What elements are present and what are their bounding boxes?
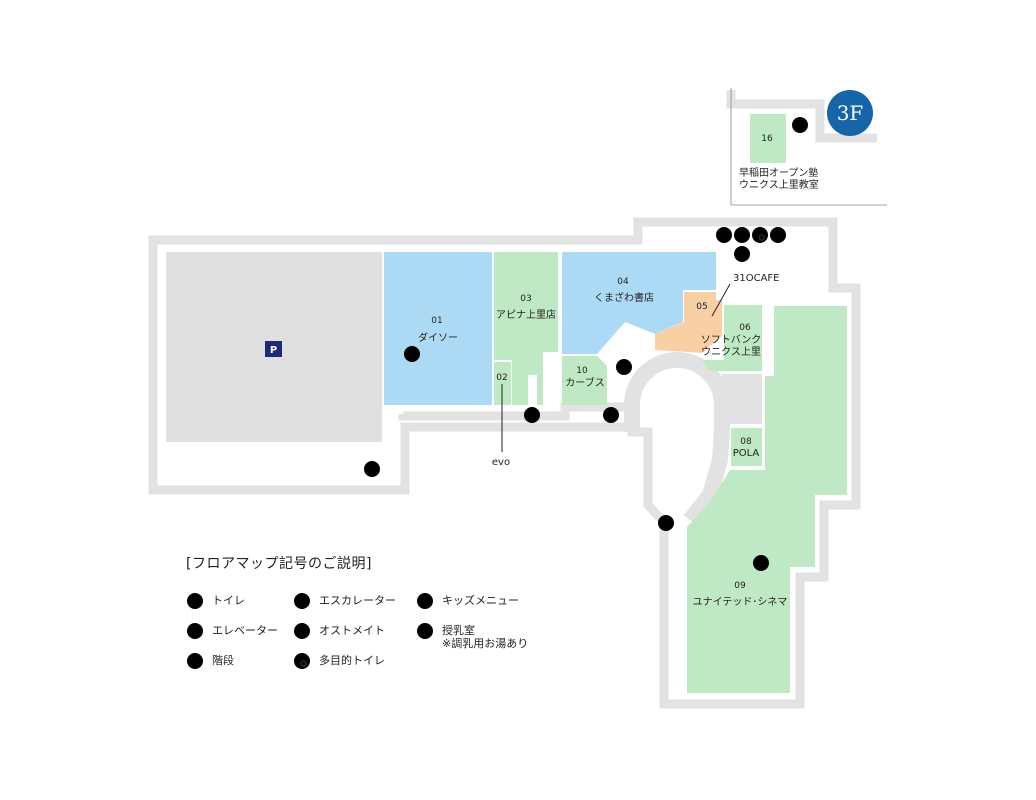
shop-06-number: 06: [739, 323, 751, 333]
shop-10-name: カーブス: [565, 376, 604, 389]
parking-label: P: [270, 345, 277, 356]
legend-label: エレベーター: [212, 624, 278, 637]
shop-05-number: 05: [696, 302, 707, 312]
legend-item-ostomate: オストメイト: [293, 621, 385, 641]
shop-06-name: ソフトバンク: [701, 334, 762, 346]
legend-item-elevator: エレベーター: [186, 621, 278, 641]
shop-02-number: 02: [496, 373, 507, 383]
legend-item-multipurpose-toilet: 多目的トイレ: [293, 651, 385, 671]
legend-label: オストメイト: [319, 624, 385, 637]
building-walls: [148, 217, 861, 709]
stairs-icon: [658, 515, 674, 531]
multipurpose-toilet-icon: [293, 652, 311, 670]
shop-08[interactable]: [731, 428, 762, 466]
legend-item-toilet: トイレ: [186, 591, 245, 611]
stairs-icon: [187, 653, 203, 669]
legend-item-kids-menu: キッズメニュー: [416, 591, 519, 611]
legend-note: ※調乳用お湯あり: [442, 637, 529, 650]
shop-03[interactable]: [494, 252, 558, 405]
stairs-icon: [792, 117, 808, 133]
shop-16-name2: ウニクス上里教室: [739, 178, 819, 191]
legend-title: [フロアマップ記号のご説明]: [186, 556, 372, 572]
toilet-icon: [404, 346, 420, 362]
legend-item-escalator: エスカレーター: [293, 591, 396, 611]
shop-04-number: 04: [617, 277, 629, 287]
escalator-icon: [294, 593, 310, 609]
toilet-icon: [753, 555, 769, 571]
legend-label: エスカレーター: [319, 594, 396, 607]
nursing-room-icon: [417, 623, 433, 639]
ostomate-icon: [734, 227, 750, 243]
shop-03-name: アピナ上里店: [496, 308, 556, 321]
legend-item-nursing-room: 授乳室※調乳用お湯あり: [416, 621, 528, 653]
ostomate-icon: [294, 623, 310, 639]
shop-08-number: 08: [740, 437, 752, 447]
shop-06-ext: [702, 360, 724, 371]
floor-badge: 3F: [827, 90, 873, 136]
shop-01-number: 01: [431, 316, 442, 326]
shop-02-name: evo: [492, 457, 510, 468]
nursing-room-icon: [734, 246, 750, 262]
toilet-icon: [187, 593, 203, 609]
shop-06-name2: ウニクス上里: [701, 346, 761, 358]
shop-05[interactable]: [655, 292, 722, 353]
stairs-icon: [770, 227, 786, 243]
annex-walls: [726, 88, 887, 206]
shop-16-name: 早稲田オープン塾: [739, 166, 818, 179]
shop-09-name: ユナイテッド･シネマ: [693, 596, 788, 608]
escalator-icon: [616, 359, 632, 375]
multipurpose-toilet-icon: [751, 226, 769, 244]
legend-label: 階段: [212, 654, 234, 667]
shop-10[interactable]: [562, 356, 607, 405]
shop-16-number: 16: [761, 134, 773, 144]
kids-menu-icon: [417, 593, 433, 609]
parking-sign: [265, 341, 282, 357]
elevator-icon: [364, 461, 380, 477]
shop-06[interactable]: [724, 305, 762, 371]
legend-label: キッズメニュー: [442, 594, 519, 607]
shop-02[interactable]: [494, 362, 511, 405]
stairs-icon: [524, 407, 540, 423]
shop-03-number: 03: [520, 294, 531, 304]
shop-04[interactable]: [562, 252, 716, 354]
legend-item-stairs: 階段: [186, 651, 234, 671]
shop-01[interactable]: [384, 252, 492, 405]
toilet-icon: [716, 227, 732, 243]
legend-label: 授乳室: [442, 624, 475, 637]
legend-label: 多目的トイレ: [319, 654, 385, 667]
shop-05-name: 31OCAFE: [733, 273, 780, 284]
shop-09[interactable]: [687, 306, 847, 693]
shop-01-name: ダイソー: [418, 331, 458, 344]
legend-label: トイレ: [212, 594, 245, 607]
shop-16[interactable]: [750, 114, 786, 163]
elevator-icon: [603, 407, 619, 423]
shop-09-number: 09: [734, 581, 746, 591]
shop-10-number: 10: [576, 366, 588, 376]
shop-04-name: くまざわ書店: [594, 291, 654, 304]
shop-08-name: POLA: [733, 448, 760, 459]
elevator-icon: [187, 623, 203, 639]
